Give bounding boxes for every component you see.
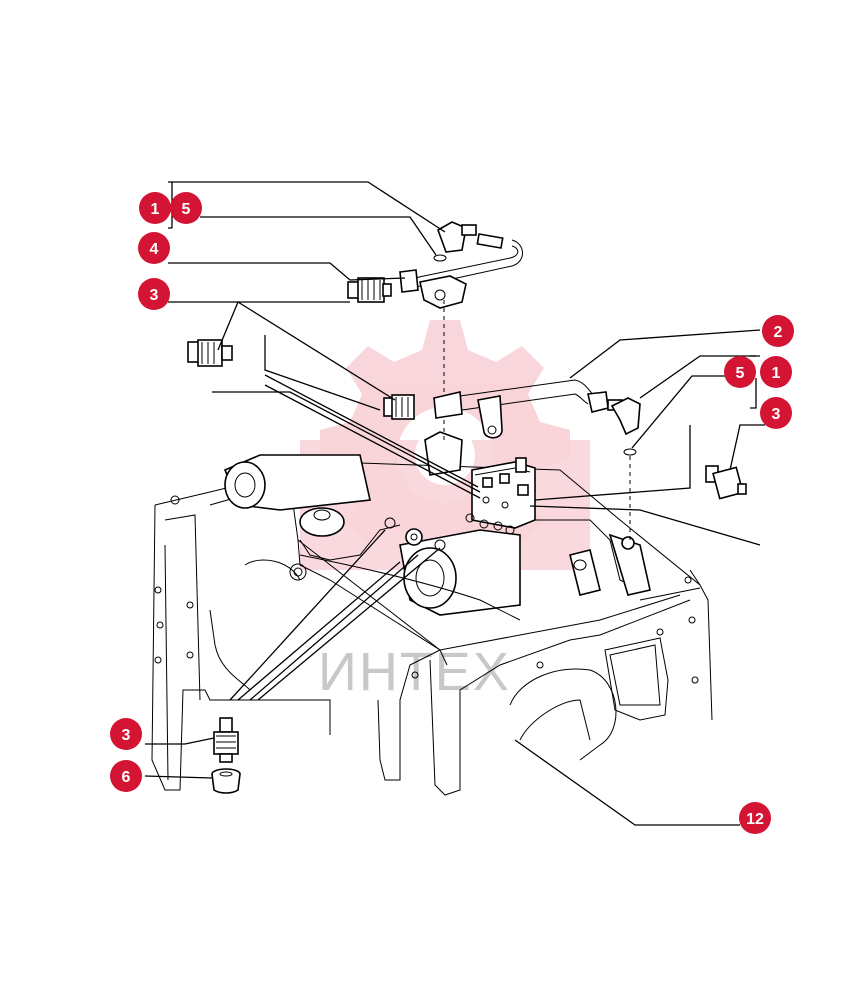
- svg-text:3: 3: [772, 406, 781, 423]
- callout-2[interactable]: 2: [762, 315, 794, 347]
- callout-4[interactable]: 4: [138, 232, 170, 264]
- svg-text:3: 3: [150, 287, 159, 304]
- middle-pipe-assembly: [383, 379, 747, 540]
- svg-text:5: 5: [736, 365, 745, 382]
- callout-3-upper-left[interactable]: 3: [138, 278, 170, 310]
- callout-3-lower[interactable]: 3: [110, 718, 142, 750]
- plug-6: [211, 768, 241, 794]
- union-fitting-middle: [383, 394, 415, 420]
- callout-1-right[interactable]: 1: [760, 356, 792, 388]
- svg-text:2: 2: [774, 324, 783, 341]
- svg-text:5: 5: [182, 201, 191, 218]
- callout-6[interactable]: 6: [110, 760, 142, 792]
- valve-block: [465, 457, 536, 535]
- union-fitting-left: [187, 339, 233, 367]
- callout-5-right[interactable]: 5: [724, 356, 756, 388]
- union-fitting-upper: [347, 277, 392, 303]
- callout-12[interactable]: 12: [739, 802, 771, 834]
- svg-text:3: 3: [122, 727, 131, 744]
- svg-text:1: 1: [151, 201, 160, 218]
- upper-pipe-assembly: [347, 221, 523, 440]
- fitting-3-lower: [213, 717, 239, 763]
- callout-3-right[interactable]: 3: [760, 397, 792, 429]
- svg-text:1: 1: [772, 365, 781, 382]
- callout-5-top[interactable]: 5: [170, 192, 202, 224]
- callout-1-top[interactable]: 1: [139, 192, 171, 224]
- union-fitting-right: [705, 465, 747, 500]
- transmission-housing: [151, 431, 713, 796]
- svg-text:4: 4: [150, 241, 159, 258]
- svg-text:6: 6: [122, 769, 131, 786]
- svg-text:12: 12: [746, 811, 764, 828]
- leader-lines: [144, 181, 765, 826]
